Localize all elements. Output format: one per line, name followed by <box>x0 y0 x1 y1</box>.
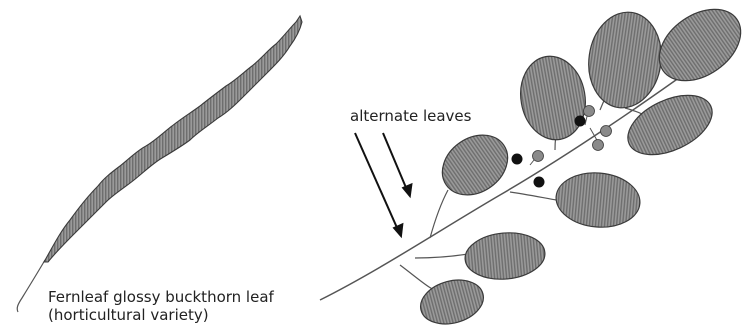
petiole-right-middle-leaf <box>510 192 556 200</box>
berry-light <box>533 151 544 162</box>
berry-dark <box>534 177 545 188</box>
alternate-leaves-arrows <box>355 133 413 238</box>
berry-dark <box>575 116 586 127</box>
berry-dark <box>512 154 523 165</box>
fernleaf-petiole <box>17 260 45 312</box>
alternate-leaves-label: alternate leaves <box>350 107 472 125</box>
arrow-head-left <box>393 223 404 238</box>
petiole-left-leaf <box>430 190 448 238</box>
leaf-upper-left <box>514 51 592 145</box>
fernleaf-leaf-figure <box>17 16 302 312</box>
berry-light <box>601 126 612 137</box>
petiole-lower-middle-leaf <box>415 254 468 258</box>
leaf-bottom <box>416 273 489 326</box>
arrow-head-right <box>402 183 413 198</box>
leaf-left <box>431 123 519 207</box>
arrow-shaft-left <box>355 133 398 230</box>
leaf-top-right <box>646 0 745 95</box>
leaf-right-middle <box>554 169 642 230</box>
leaf-lower-middle <box>463 230 547 283</box>
twig-figure <box>320 0 745 326</box>
arrow-shaft-right <box>383 133 407 190</box>
fernleaf-caption-line2: (horticultural variety) <box>48 306 209 324</box>
fernleaf-caption-line1: Fernleaf glossy buckthorn leaf <box>48 288 275 306</box>
berry-light <box>584 106 595 117</box>
fernleaf-blade <box>44 16 302 262</box>
berry-light <box>593 140 604 151</box>
leaf-top <box>583 7 668 112</box>
